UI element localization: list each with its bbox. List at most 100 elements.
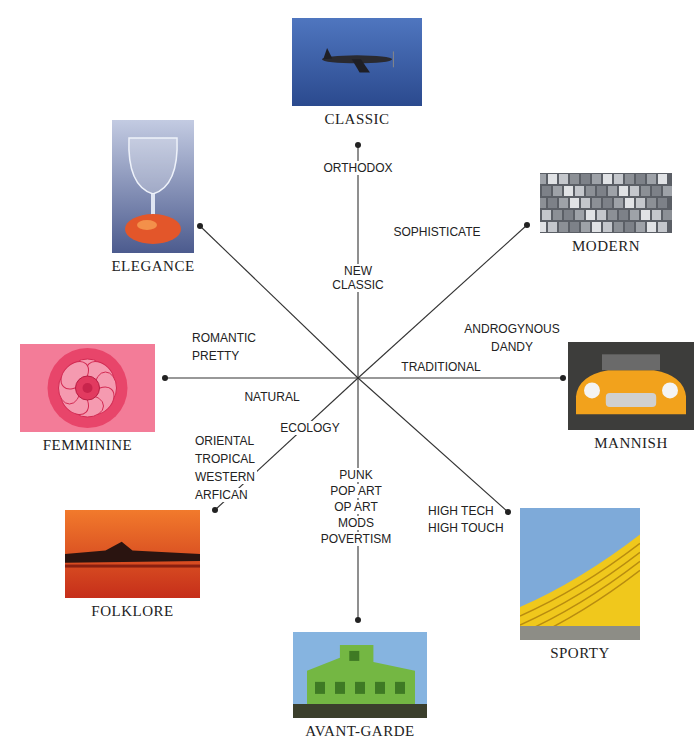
track-stripe: [520, 543, 640, 616]
facade-tile: [586, 186, 595, 196]
facade-tile: [658, 198, 667, 208]
facade-tile: [540, 174, 546, 184]
facade-tile: [614, 222, 623, 232]
facade-tile: [663, 210, 672, 220]
facade-tile: [592, 174, 601, 184]
facade-tile: [540, 198, 546, 208]
glass-liquid: [125, 214, 181, 244]
style-keyword: POVERTISM: [319, 532, 393, 546]
shore-silhouette: [65, 542, 200, 563]
facade-tile: [570, 198, 579, 208]
facade-tile: [608, 210, 617, 220]
style-image-node: AVANT-GARDE: [292, 632, 428, 740]
style-name: MANNISH: [594, 435, 668, 452]
track-ground: [520, 626, 640, 640]
track-stripe: [520, 570, 640, 640]
facade-tile: [658, 174, 667, 184]
spoke-line: [358, 225, 527, 378]
style-keyword: MODS: [336, 516, 376, 530]
style-name: CLASSIC: [324, 111, 389, 128]
photo-illustration: [568, 342, 694, 430]
facade-tile: [559, 174, 568, 184]
facade-tile: [542, 186, 551, 196]
building-window: [315, 682, 325, 694]
style-keyword: ANDROGYNOUS: [462, 322, 561, 336]
rose-bloom: [48, 348, 128, 428]
building-window: [335, 682, 345, 694]
glass-liquid-light: [137, 220, 157, 230]
style-keyword: SOPHISTICATE: [391, 225, 482, 239]
building-body: [307, 645, 415, 704]
style-keyword: NEW CLASSIC: [324, 264, 392, 293]
facade-tile: [636, 222, 645, 232]
style-keyword: ORIENTAL: [193, 434, 256, 448]
photo-sky: [65, 510, 200, 598]
style-image-node: CLASSIC: [291, 18, 423, 128]
facade-tile: [647, 198, 656, 208]
facade-tile: [625, 198, 634, 208]
facade-tile: [603, 174, 612, 184]
facade-tile: [542, 210, 551, 220]
facade-tile: [614, 198, 623, 208]
building-window: [395, 682, 405, 694]
style-image-node: FOLKLORE: [64, 510, 201, 620]
facade-tile: [575, 210, 584, 220]
plane-tail: [323, 48, 332, 59]
building-tower-window: [349, 651, 359, 661]
photo-ground: [293, 704, 427, 718]
facade-tile: [641, 210, 650, 220]
spoke-dot: [505, 509, 511, 515]
style-keyword: DANDY: [489, 340, 535, 354]
photo-illustration: [20, 344, 155, 432]
rose-center: [76, 376, 100, 400]
facade-tile: [641, 186, 650, 196]
photo-illustration: [65, 510, 200, 598]
facade-tile: [652, 210, 661, 220]
facade-tile: [553, 210, 562, 220]
style-keyword: TROPICAL: [193, 452, 257, 466]
facade-tile: [636, 198, 645, 208]
photo-illustration: [520, 508, 640, 640]
track-stripe: [520, 561, 640, 634]
style-keyword: ARFICAN: [193, 488, 250, 502]
car-headlight: [662, 382, 678, 398]
style-name: FOLKLORE: [91, 603, 173, 620]
style-keyword: POP ART: [328, 484, 384, 498]
spoke-line: [357, 145, 358, 378]
facade-tile: [581, 174, 590, 184]
plane-propeller: [393, 51, 394, 67]
style-keyword: ROMANTIC: [190, 331, 258, 345]
spoke-line: [165, 377, 358, 378]
water-reflection: [65, 565, 200, 568]
facade-tile: [652, 186, 661, 196]
track-sweep: [520, 534, 640, 640]
style-name: MODERN: [572, 238, 640, 255]
style-name: SPORTY: [550, 645, 610, 662]
facade-tile: [597, 186, 606, 196]
facade-tile: [564, 210, 573, 220]
facade-tile: [559, 222, 568, 232]
spoke-dot: [560, 375, 566, 381]
facade-tile: [592, 198, 601, 208]
style-keyword: ORTHODOX: [321, 161, 394, 175]
photo-illustration: [293, 632, 427, 718]
facade-tile: [564, 186, 573, 196]
photo-sky: [293, 632, 427, 718]
style-keyword: ECOLOGY: [278, 421, 341, 435]
photo-ground: [112, 120, 194, 253]
facade-tile: [570, 222, 579, 232]
spoke-dot: [197, 223, 203, 229]
spoke-dot: [524, 222, 530, 228]
facade-tile: [603, 222, 612, 232]
style-image-node: ELEGANCE: [110, 120, 196, 275]
facade-tile: [625, 222, 634, 232]
style-keyword: TRADITIONAL: [399, 360, 482, 374]
glass-bowl: [129, 138, 177, 194]
rose-center-inner: [83, 383, 93, 393]
style-image-node: FEMMININE: [19, 344, 156, 454]
facade-tile: [614, 174, 623, 184]
facade-tile: [647, 174, 656, 184]
facade-tile: [630, 186, 639, 196]
facade-tile: [619, 186, 628, 196]
